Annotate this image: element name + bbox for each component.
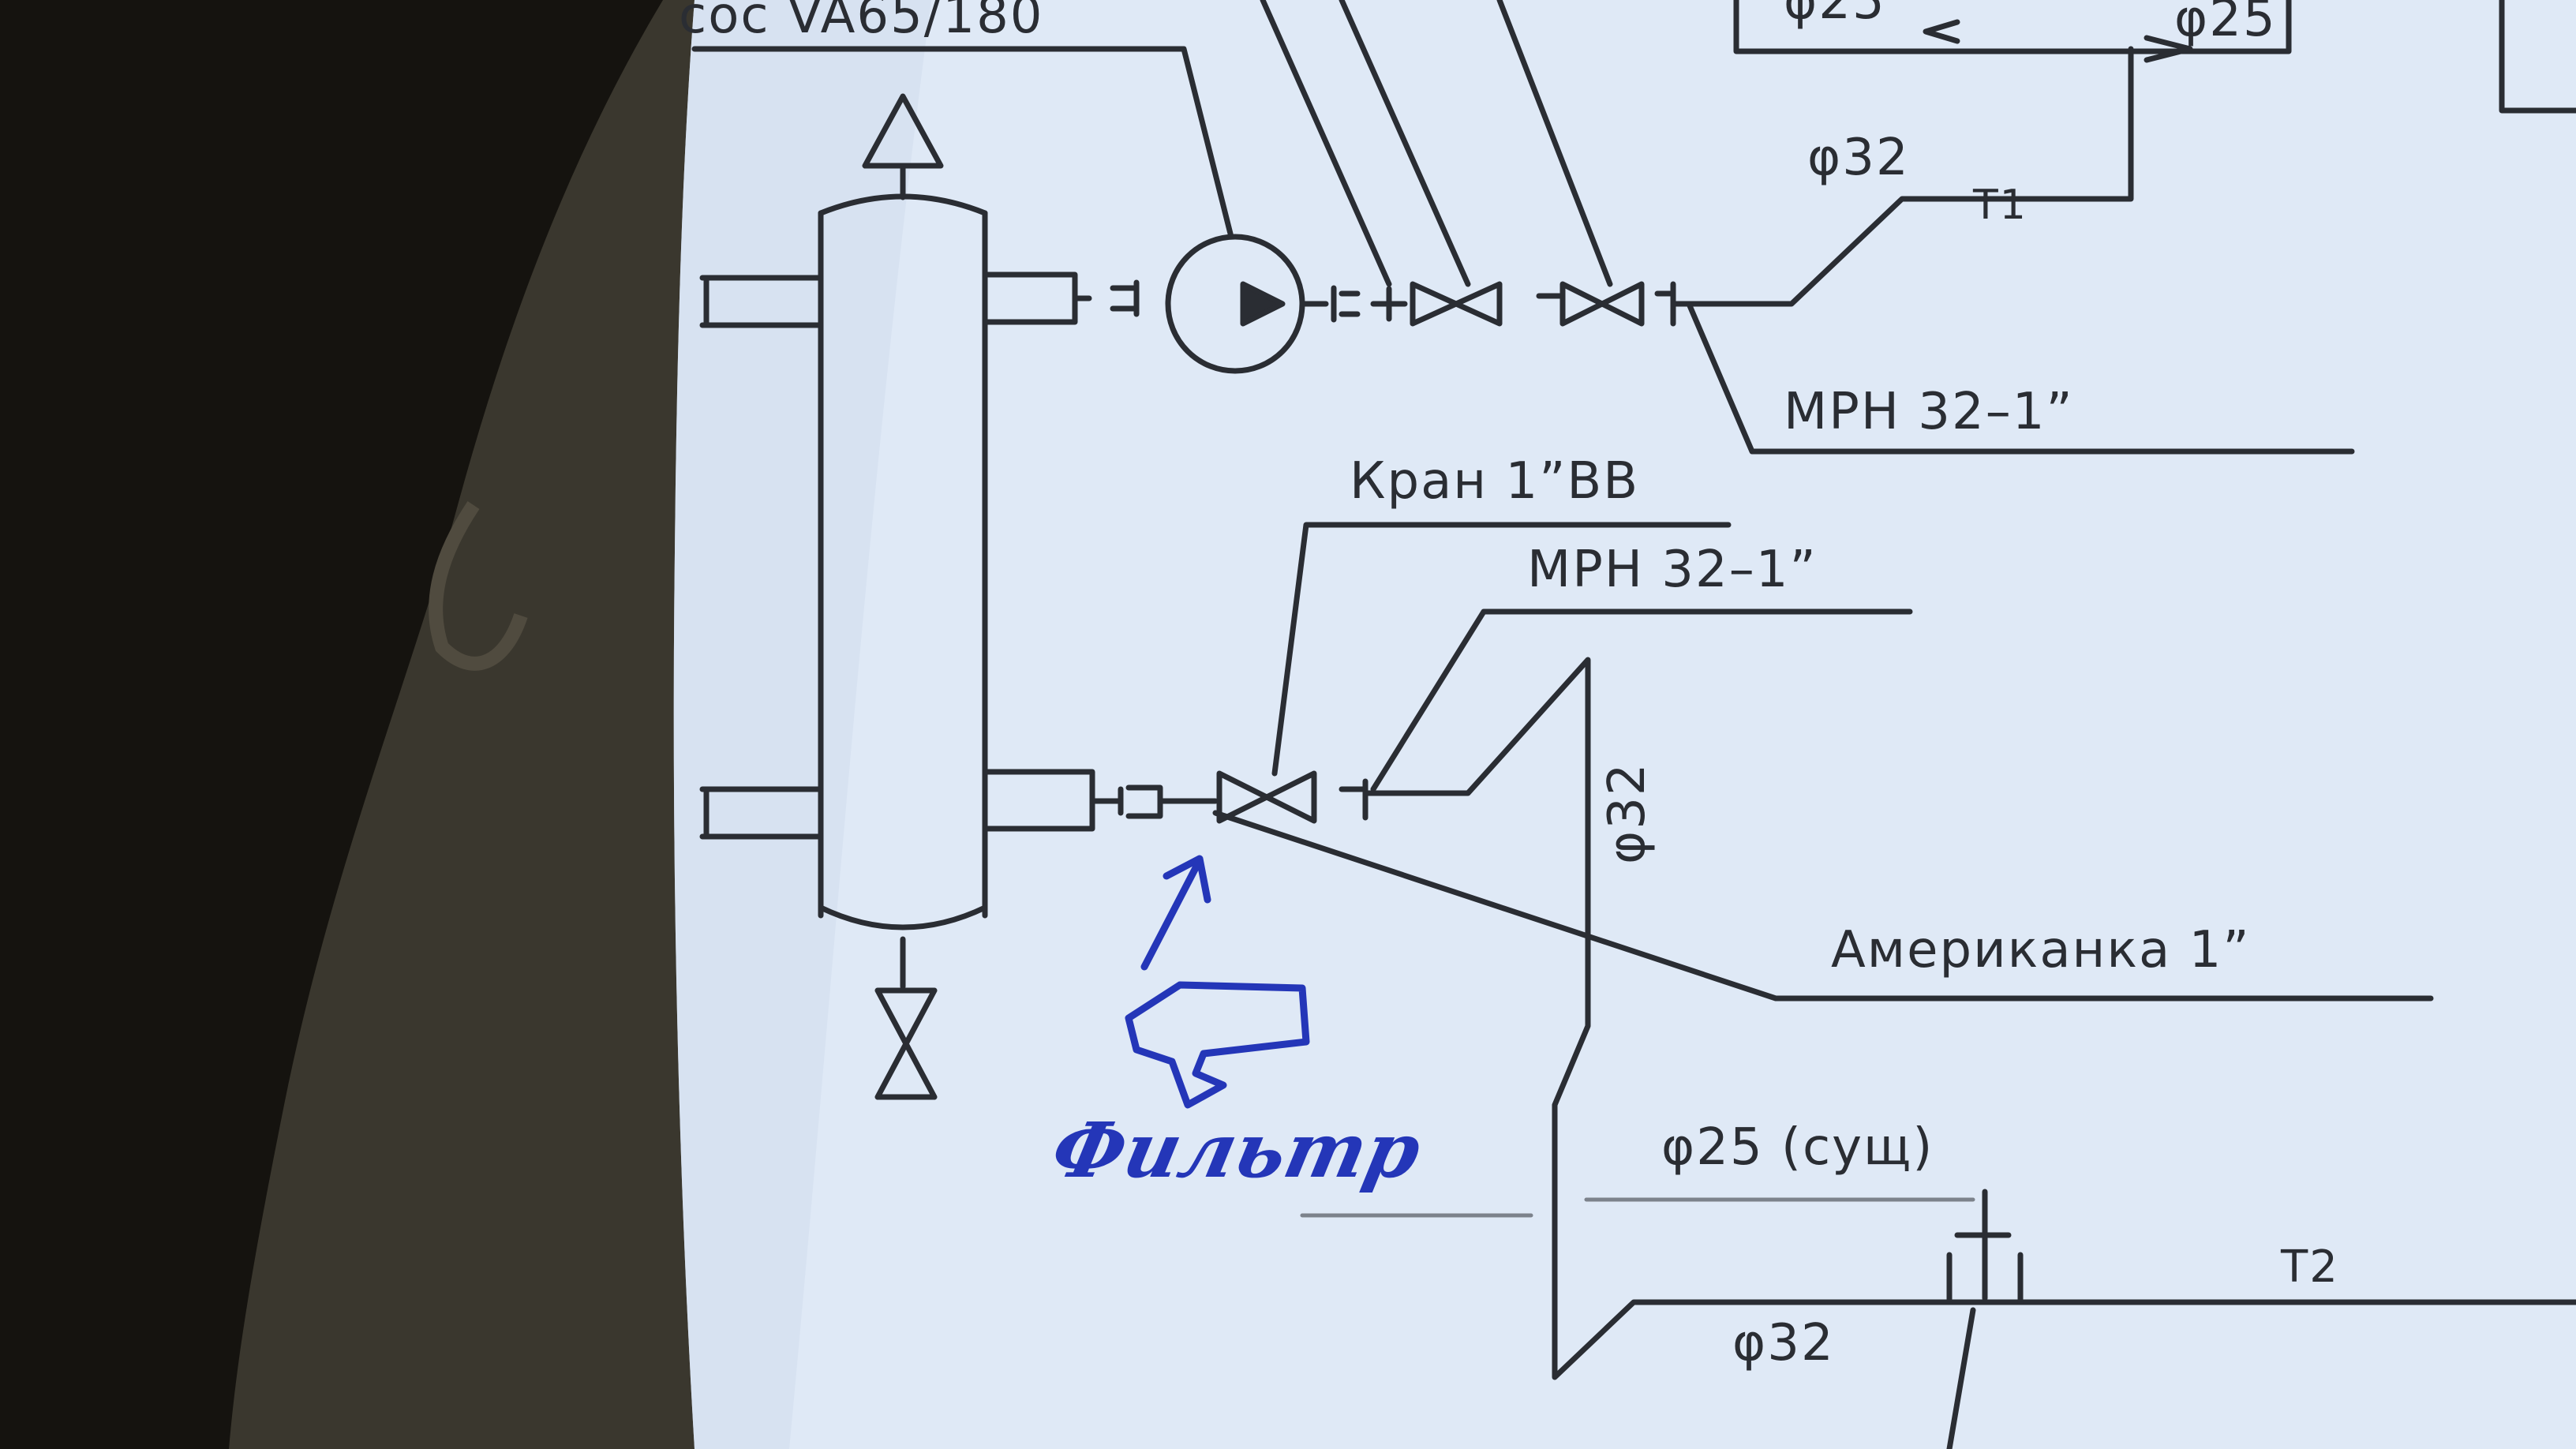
filter-fitting [1089, 784, 1219, 819]
existing-pipe-label: φ25 (сущ) [1661, 1118, 1934, 1177]
valve-lower-label: Кран 1”BB [1350, 452, 1640, 511]
line-t1-label: T1 [1973, 182, 2027, 229]
mrn-lower-leader [1370, 608, 1913, 792]
pump-connector-right [1299, 285, 1361, 323]
pump-connector-left [1072, 279, 1140, 317]
return-pipe-diameter: φ32 [1732, 1314, 1835, 1372]
riser-pipe-diameter: φ32 [1598, 762, 1657, 864]
pipe-diameter-top-left: φ25 [1784, 0, 1886, 31]
check-valve [1370, 286, 1408, 322]
air-vent [862, 93, 944, 200]
line-t2-label: T2 [2281, 1241, 2339, 1293]
ball-valve-lower [1216, 770, 1317, 824]
supply-pipe-diameter: φ32 [1807, 129, 1910, 187]
separator-bottom-left-nozzle [699, 786, 824, 840]
pump-leader [691, 46, 1234, 240]
top-branch-arrow-left [1923, 19, 1960, 44]
mrn-lower-fitting [1339, 657, 1897, 1380]
ball-valve-upper-1 [1410, 281, 1503, 327]
pipe-diameter-top-right: φ25 [2174, 0, 2277, 48]
valve-leader-3 [1496, 0, 1613, 287]
handwritten-marks [1125, 855, 1310, 1109]
paper-shade [673, 0, 931, 1449]
top-branch-arrow-right [2144, 35, 2193, 63]
mrn-lower-label: MPH 32–1” [1527, 541, 1818, 599]
mrn-upper-leader [1686, 301, 2355, 455]
mrn-upper-label: MPH 32–1” [1784, 383, 2074, 441]
valve-leader-2 [1339, 0, 1471, 287]
schematic-lines [691, 0, 2576, 1449]
existing-pipe-leader [1300, 1197, 1975, 1218]
union-leader [1212, 810, 2434, 1002]
valve-lower-leader [1271, 522, 1732, 777]
ball-valve-upper-2 [1536, 281, 1645, 327]
pump-model-label: сос VA65/180 [679, 0, 1044, 45]
pump-arrow [1240, 281, 1286, 327]
separator-body [818, 210, 988, 919]
handwritten-filter-sketch [1125, 981, 1310, 1109]
top-branch-box [1733, 0, 2292, 54]
top-right-box [2499, 0, 2576, 114]
existing-pipe-tee [1946, 1189, 2024, 1449]
union-label: Американка 1” [1831, 921, 2251, 979]
paper-sheet [673, 0, 2576, 1449]
t1-supply-pipe [1702, 46, 2134, 307]
handwritten-filter-note: Фильтр [1044, 1106, 1429, 1195]
handwritten-arrow [1140, 855, 1211, 971]
fabric-fold [429, 501, 528, 671]
separator-bottom-cap [818, 904, 988, 930]
valve-leader-1 [1260, 0, 1392, 287]
separator-top-left-nozzle [699, 275, 824, 328]
drain-valve [874, 987, 938, 1100]
fabric-surface [229, 0, 710, 1449]
